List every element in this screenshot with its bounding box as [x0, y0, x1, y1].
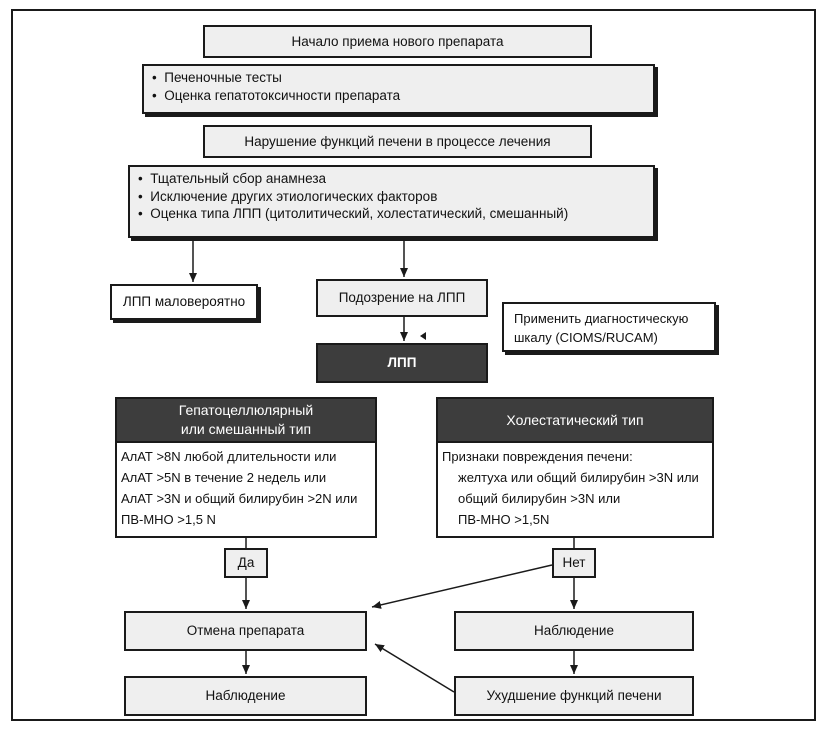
cholestatic-criterion: ПВ-МНО >1,5N — [458, 512, 550, 527]
cholestatic-header: Холестатический тип — [436, 397, 714, 441]
hepatocellular-title-line: или смешанный тип — [180, 421, 312, 437]
hepatocellular-criterion: АлАТ >5N в течение 2 недель или — [121, 470, 327, 485]
dili-label: ЛПП — [387, 355, 417, 371]
observe-right-label: Наблюдение — [534, 623, 614, 639]
evaluation-item: Исключение других этиологических факторо… — [138, 188, 645, 206]
suspected-box: Подозрение на ЛПП — [316, 279, 488, 317]
arrow-worsening-to-stop — [374, 643, 455, 693]
yes-box: Да — [224, 548, 268, 578]
suspected-label: Подозрение на ЛПП — [338, 290, 466, 306]
cholestatic-criteria-head: Признаки повреждения печени: — [442, 449, 633, 464]
stop-drug-label: Отмена препарата — [186, 623, 305, 639]
cholestatic-criterion: желтуха или общий билирубин >3N или — [458, 470, 699, 485]
monitoring-item: Оценка гепатотоксичности препарата — [152, 87, 645, 105]
monitoring-box: Печеночные тесты Оценка гепатотоксичност… — [142, 64, 655, 114]
unlikely-box: ЛПП маловероятно — [110, 284, 258, 320]
hepatocellular-header: Гепатоцеллюлярный или смешанный тип — [115, 397, 377, 441]
observe-right-box: Наблюдение — [454, 611, 694, 651]
hepatocellular-criterion: АлАТ >8N любой длительности или — [121, 449, 337, 464]
stop-drug-box: Отмена препарата — [124, 611, 367, 651]
scale-note-line: Применить диагностическую — [514, 311, 689, 326]
dysfunction-label: Нарушение функций печени в процессе лече… — [244, 133, 551, 149]
monitoring-item: Печеночные тесты — [152, 69, 645, 87]
cholestatic-criterion: общий билирубин >3N или — [458, 491, 621, 506]
hepatocellular-criterion: ПВ-МНО >1,5 N — [121, 512, 216, 527]
dili-box: ЛПП — [316, 343, 488, 383]
start-label: Начало приема нового препарата — [291, 33, 504, 49]
cholestatic-criteria-box: Признаки повреждения печени: желтуха или… — [436, 441, 714, 538]
arrow-no-to-stop — [371, 564, 553, 609]
evaluation-box: Тщательный сбор анамнеза Исключение друг… — [128, 165, 655, 238]
start-box: Начало приема нового препарата — [203, 25, 592, 58]
no-box: Нет — [552, 548, 596, 578]
unlikely-label: ЛПП маловероятно — [122, 294, 246, 310]
yes-label: Да — [237, 555, 255, 571]
scale-note-box: Применить диагностическую шкалу (CIOMS/R… — [502, 302, 716, 352]
observe-left-label: Наблюдение — [205, 688, 286, 704]
observe-left-box: Наблюдение — [124, 676, 367, 716]
worsening-box: Ухудшение функций печени — [454, 676, 694, 716]
cholestatic-title: Холестатический тип — [506, 411, 644, 428]
evaluation-item: Оценка типа ЛПП (цитолитический, холеста… — [138, 205, 645, 223]
worsening-label: Ухудшение функций печени — [486, 688, 662, 704]
pointer-triangle-icon — [420, 332, 426, 340]
hepatocellular-criteria-box: АлАТ >8N любой длительности или АлАТ >5N… — [115, 441, 377, 538]
evaluation-item: Тщательный сбор анамнеза — [138, 170, 645, 188]
hepatocellular-title-line: Гепатоцеллюлярный — [178, 402, 314, 419]
diagram-frame — [11, 9, 816, 721]
no-label: Нет — [562, 555, 586, 571]
dysfunction-box: Нарушение функций печени в процессе лече… — [203, 125, 592, 158]
hepatocellular-criterion: АлАТ >3N и общий билирубин >2N или — [121, 491, 358, 506]
scale-note-line: шкалу (CIOMS/RUCAM) — [514, 330, 658, 345]
